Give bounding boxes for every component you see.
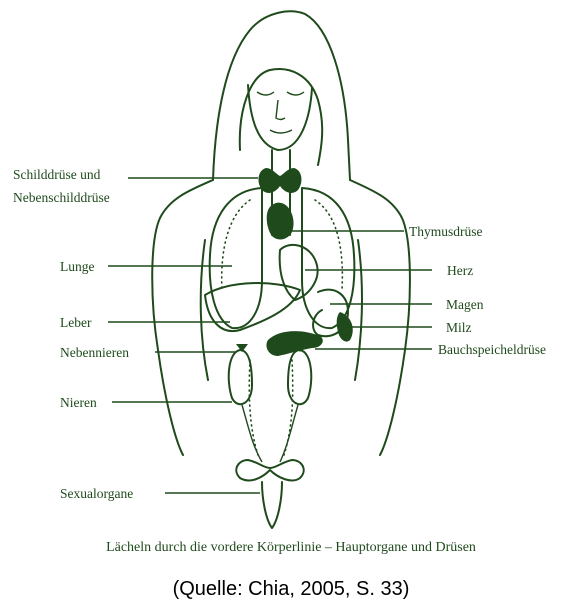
right-lung [302,188,354,328]
ureter-left [242,405,262,462]
nose [276,100,285,120]
lung-dots-right [315,200,342,290]
mouth [270,130,292,133]
left-lung [210,188,262,328]
label-thyroid-line2: Nebenschilddrüse [13,190,110,206]
right-torso-side [355,240,362,380]
ureter-right [280,405,298,462]
left-shoulder-arm [152,180,213,455]
label-kidneys: Nieren [60,395,97,411]
label-liver: Leber [60,315,91,331]
label-sexual-organs: Sexualorgane [60,486,133,502]
label-adrenals: Nebennieren [60,345,129,361]
label-heart: Herz [447,263,473,279]
spleen-organ [337,312,353,342]
label-lungs: Lunge [60,259,95,275]
label-spleen: Milz [446,320,472,336]
uterus-organ [236,460,303,480]
source-citation: (Quelle: Chia, 2005, S. 33) [0,578,582,601]
label-pancreas: Bauchspeicheldrüse [438,342,546,358]
left-kidney [229,350,252,404]
right-shoulder-arm [350,180,410,455]
label-thyroid-line1: Schilddrüse und [13,167,100,183]
right-eye [287,92,304,95]
gut-dots-left [249,360,258,455]
thyroid-gland [259,168,302,193]
right-kidney [288,350,311,404]
figure-caption: Lächeln durch die vordere Körperlinie – … [0,540,582,556]
face-outline [248,85,312,150]
label-thymus: Thymusdrüse [409,224,483,240]
lung-dots-left [222,200,250,290]
label-stomach: Magen [446,297,484,313]
left-torso-side [201,240,208,380]
left-eye [257,92,274,95]
vagina-organ [262,482,282,528]
hair-outline [213,11,350,180]
